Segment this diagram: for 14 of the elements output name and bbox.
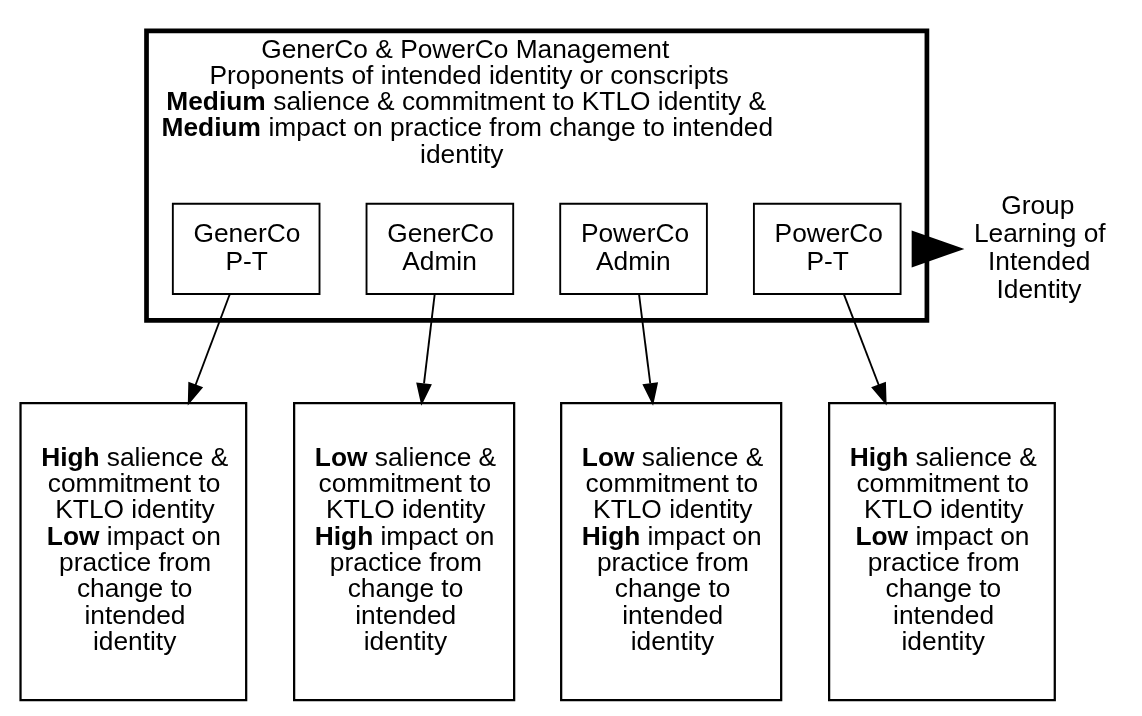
arrow [637,293,658,406]
node-box: Low salience & commitment to KTLO identity High impact on practice from change to intended identity [559,402,782,702]
arrow [187,293,231,406]
arrow [842,293,887,406]
node-box: PowerCo P-T [752,202,902,295]
node-box: High salience & commitment to KTLO identity Low impact on practice from change to intended identity [18,402,247,702]
arrow [911,230,964,268]
node-box: High salience & commitment to KTLO identity Low impact on practice from change to intended identity [827,402,1056,702]
node-box: PowerCo Admin [558,202,708,295]
arrow [415,293,436,406]
node-text: Group Learning of Intended Identity [973,189,1106,305]
node-box: Low salience & commitment to KTLO identity High impact on practice from change to intended identity [292,402,515,702]
node-box: GenerCo Admin [365,202,514,295]
node-box: GenerCo P-T [171,202,320,295]
